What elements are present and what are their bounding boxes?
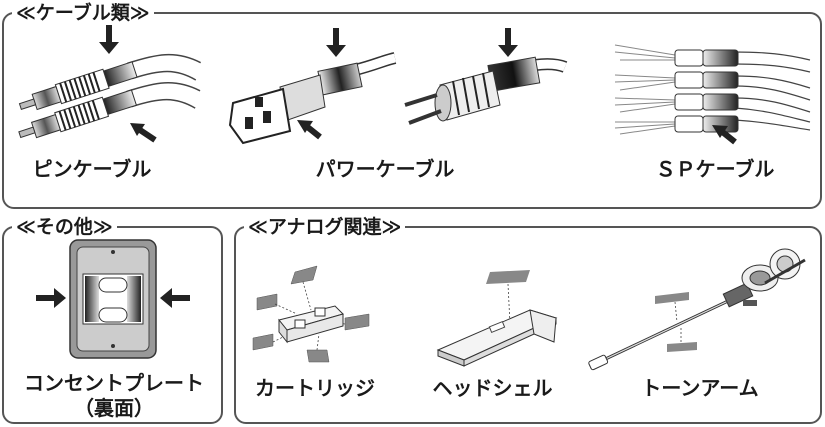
analog-title: ≪アナログ関連≫: [244, 216, 406, 238]
outlet-plate-illustration: [36, 239, 190, 359]
arrow-up-left-icon: [130, 123, 157, 143]
arrow-down-icon: [326, 28, 346, 57]
plug-illustration: [404, 28, 568, 125]
headshell-label: ヘッドシェル: [432, 376, 553, 400]
arrow-left-icon: [160, 288, 190, 308]
tonearm-illustration: [588, 248, 806, 371]
arrow-up-left-icon: [712, 125, 737, 145]
other-title: ≪その他≫: [12, 216, 117, 238]
arrow-up-left-icon: [297, 120, 322, 140]
sp-cable-label: ＳＰケーブル: [655, 157, 775, 181]
pin-cable-label: ピンケーブル: [32, 157, 152, 181]
power-cable-label: パワーケーブル: [315, 157, 455, 181]
tonearm-label: トーンアーム: [641, 376, 759, 400]
cables-title: ≪ケーブル類≫: [12, 2, 154, 24]
power-cable-illustration: [228, 28, 397, 145]
cartridge-label: カートリッジ: [255, 376, 375, 400]
sp-cable-illustration: [614, 44, 811, 145]
arrow-down-icon: [99, 25, 119, 54]
headshell-illustration: [436, 270, 558, 367]
outlet-plate-sublabel: （裏面）: [74, 396, 154, 420]
arrow-down-icon: [498, 28, 518, 57]
cartridge-illustration: [252, 265, 370, 363]
pin-cable-illustration: [18, 25, 202, 143]
outlet-plate-label: コンセントプレート: [24, 371, 204, 395]
arrow-right-icon: [36, 288, 66, 308]
